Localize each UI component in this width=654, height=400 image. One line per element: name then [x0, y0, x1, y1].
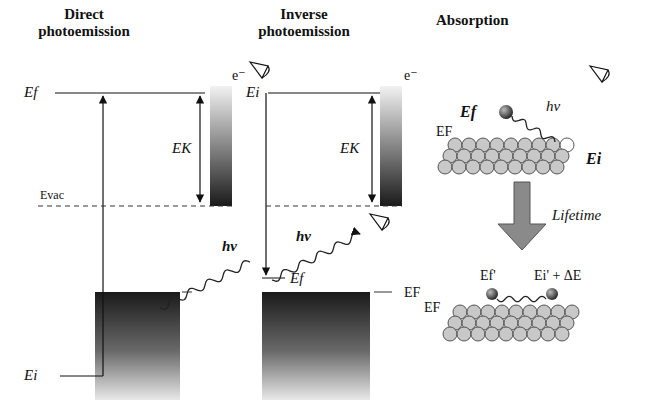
fermi-tick: [374, 292, 392, 293]
kinetic-energy-arrow: [199, 96, 200, 202]
electron-energy-bar: [210, 86, 232, 206]
atom: [555, 327, 569, 341]
energy-label: EK: [340, 140, 359, 157]
energy-label: Ei: [586, 150, 601, 168]
vacuum-level: [266, 206, 402, 207]
atom: [541, 327, 555, 341]
panel-title: Absorption: [436, 12, 509, 29]
kinetic-energy-arrow: [371, 96, 372, 202]
photon-waves: [160, 116, 555, 309]
energy-label: hν: [222, 238, 237, 255]
valence-band: [262, 292, 370, 400]
eye-icon: [250, 62, 269, 78]
panel-title: Direct photoemission: [28, 6, 140, 39]
energy-label: hν: [296, 228, 311, 245]
panel-title: Inverse photoemission: [248, 6, 360, 39]
surface-atoms: [438, 138, 574, 174]
energy-label: Ei' + ΔE: [534, 268, 581, 283]
initial-level: [268, 92, 385, 93]
atom: [457, 327, 471, 341]
eye-icon: [370, 214, 389, 230]
atom: [508, 160, 522, 174]
atom: [471, 327, 485, 341]
atom: [466, 160, 480, 174]
atom: [443, 327, 457, 341]
atom: [494, 160, 508, 174]
energy-label: EF: [436, 124, 452, 139]
relaxed-electron: [486, 288, 498, 300]
photon-wave: [512, 116, 555, 142]
final-level: [55, 92, 205, 93]
atom: [513, 327, 527, 341]
excited-electron: [499, 105, 513, 119]
atom: [550, 160, 564, 174]
excitation-arrow: [102, 96, 103, 376]
energy-label: Lifetime: [552, 207, 601, 224]
eye-icon: [590, 66, 609, 82]
deexcitation-arrow: [265, 93, 266, 275]
photon-wave: [497, 296, 546, 301]
energy-label: e⁻: [232, 68, 246, 83]
surface-atoms: [443, 305, 579, 341]
atom: [438, 160, 452, 174]
atom: [485, 327, 499, 341]
energy-label: Ei: [246, 84, 259, 101]
atom: [527, 327, 541, 341]
final-level: [262, 278, 285, 279]
secondary-electron: [546, 288, 558, 300]
photon-wave: [160, 261, 250, 310]
energy-label: Ei: [24, 367, 37, 384]
atom: [480, 160, 494, 174]
initial-level: [60, 376, 103, 377]
photon-wave: [272, 233, 360, 281]
atom: [452, 160, 466, 174]
atom: [522, 160, 536, 174]
energy-label: e⁻: [404, 68, 418, 83]
energy-label: Ef: [24, 84, 37, 101]
lifetime-arrow: [498, 182, 546, 250]
energy-label: EF: [424, 300, 440, 315]
energy-label: Ef: [460, 103, 476, 121]
electron-energy-bar: [380, 86, 402, 206]
energy-label: EF: [404, 285, 420, 300]
energy-label: Ef': [480, 268, 496, 283]
vacuum-level: [38, 206, 232, 207]
energy-label: Ef: [290, 270, 303, 287]
energy-label: Evac: [40, 189, 64, 202]
energy-label: EK: [172, 140, 191, 157]
energy-label: hν: [546, 98, 560, 115]
atom: [499, 327, 513, 341]
atom: [536, 160, 550, 174]
